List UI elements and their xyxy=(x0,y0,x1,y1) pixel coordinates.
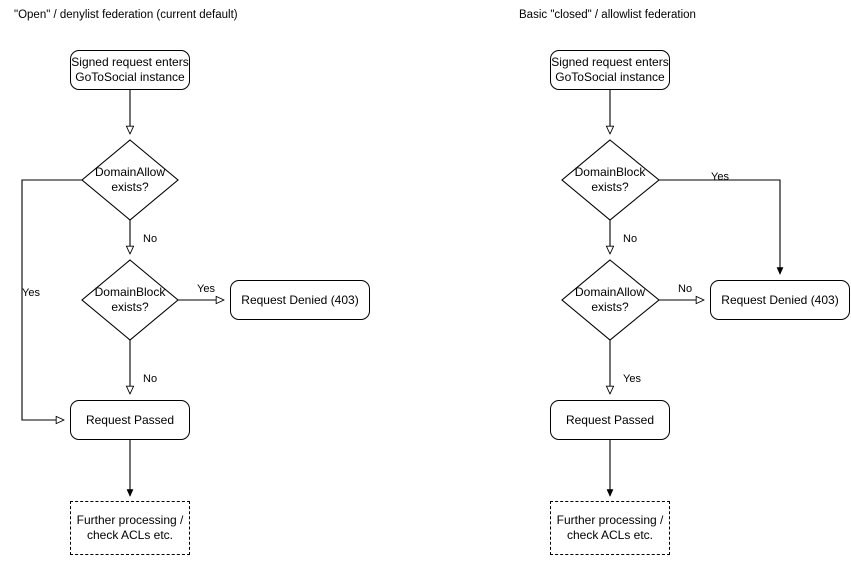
edge-label-domainblock-yes-right: Yes xyxy=(711,171,729,183)
edge-label-domainblock-no-right: No xyxy=(623,233,638,245)
decision-domainallow-right-line2: exists? xyxy=(591,300,629,314)
node-decision-domainblock-right[interactable]: DomainBlock exists? xyxy=(560,160,660,200)
decision-domainblock-right-line1: DomainBlock xyxy=(574,165,646,179)
decision-domainallow-right-line1: DomainAllow xyxy=(574,285,646,299)
further-processing-left-line1: Further processing / xyxy=(76,513,184,527)
node-start-right-line1: Signed request enters xyxy=(551,55,669,69)
node-further-processing-left[interactable]: Further processing / check ACLs etc. xyxy=(70,501,190,555)
node-request-denied-left[interactable]: Request Denied (403) xyxy=(230,280,370,320)
edge-label-domainblock-no-left: No xyxy=(143,373,158,385)
further-processing-right-line2: check ACLs etc. xyxy=(566,528,654,542)
node-decision-domainallow-left[interactable]: DomainAllow exists? xyxy=(80,160,180,200)
node-decision-domainallow-right[interactable]: DomainAllow exists? xyxy=(560,280,660,320)
node-request-passed-left[interactable]: Request Passed xyxy=(70,400,190,440)
node-start-left[interactable]: Signed request enters GoToSocial instanc… xyxy=(70,50,190,90)
decision-domainblock-left-line1: DomainBlock xyxy=(94,285,166,299)
further-processing-left-line2: check ACLs etc. xyxy=(86,528,174,542)
node-start-left-line2: GoToSocial instance xyxy=(75,70,185,84)
node-request-passed-right[interactable]: Request Passed xyxy=(550,400,670,440)
node-decision-domainblock-left[interactable]: DomainBlock exists? xyxy=(80,280,180,320)
decision-domainblock-right-line2: exists? xyxy=(591,180,629,194)
edge-label-domainallow-yes-right: Yes xyxy=(623,373,641,385)
decision-domainallow-left-line2: exists? xyxy=(111,180,149,194)
edge-label-domainallow-no-left: No xyxy=(143,233,158,245)
node-start-left-line1: Signed request enters xyxy=(71,55,189,69)
edge-label-domainallow-yes-left: Yes xyxy=(22,287,40,299)
node-request-denied-right[interactable]: Request Denied (403) xyxy=(710,280,850,320)
decision-domainallow-left-line1: DomainAllow xyxy=(94,165,166,179)
decision-domainblock-left-line2: exists? xyxy=(111,300,149,314)
edge-label-domainallow-no-right: No xyxy=(678,283,693,295)
edge-domainblock-yes-right xyxy=(659,179,780,274)
further-processing-right-line1: Further processing / xyxy=(556,513,664,527)
diagram-title-closed-allowlist: Basic "closed" / allowlist federation xyxy=(519,9,696,21)
node-start-right-line2: GoToSocial instance xyxy=(555,70,665,84)
edge-domainallow-yes-left xyxy=(21,179,82,420)
node-start-right[interactable]: Signed request enters GoToSocial instanc… xyxy=(550,50,670,90)
diagram-title-open-denylist: "Open" / denylist federation (current de… xyxy=(14,9,238,21)
edge-label-domainblock-yes-left: Yes xyxy=(197,283,215,295)
node-further-processing-right[interactable]: Further processing / check ACLs etc. xyxy=(550,501,670,555)
